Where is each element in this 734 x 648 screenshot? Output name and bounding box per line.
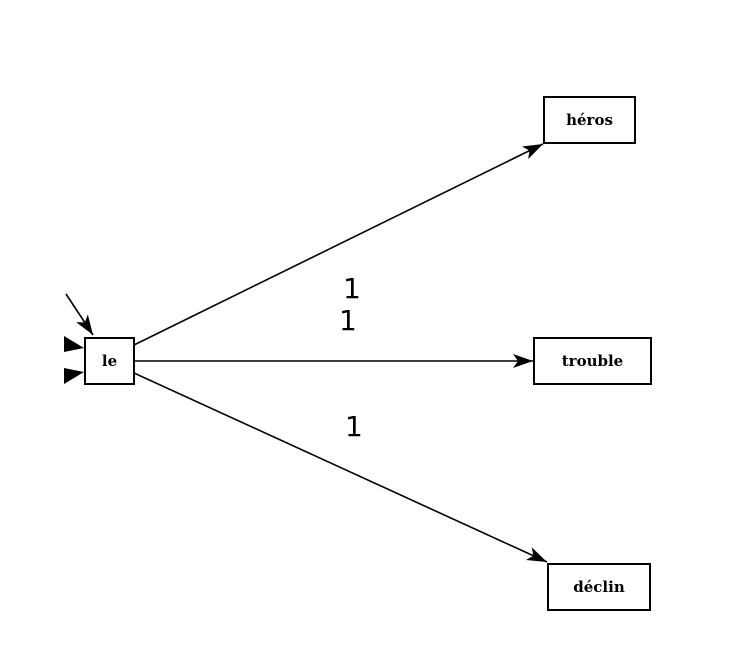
node-le[interactable]: le: [84, 337, 135, 385]
node-declin[interactable]: déclin: [547, 563, 651, 611]
edge-le-heros: [133, 143, 544, 346]
edge-le-declin: [133, 372, 548, 563]
node-trouble[interactable]: trouble: [533, 337, 652, 385]
edge-label-le-heros: 1: [343, 272, 361, 305]
node-declin-label: déclin: [573, 578, 625, 596]
node-le-label: le: [102, 352, 117, 370]
edge-label-le-declin: 1: [345, 410, 363, 443]
incoming-arrowhead-lower: [64, 368, 84, 384]
node-heros-label: héros: [566, 111, 613, 129]
node-trouble-label: trouble: [562, 352, 623, 370]
edge-label-le-trouble: 1: [339, 304, 357, 337]
incoming-arrowhead-upper: [64, 336, 84, 352]
node-heros[interactable]: héros: [543, 96, 636, 144]
incoming-edge-top: [65, 293, 94, 336]
